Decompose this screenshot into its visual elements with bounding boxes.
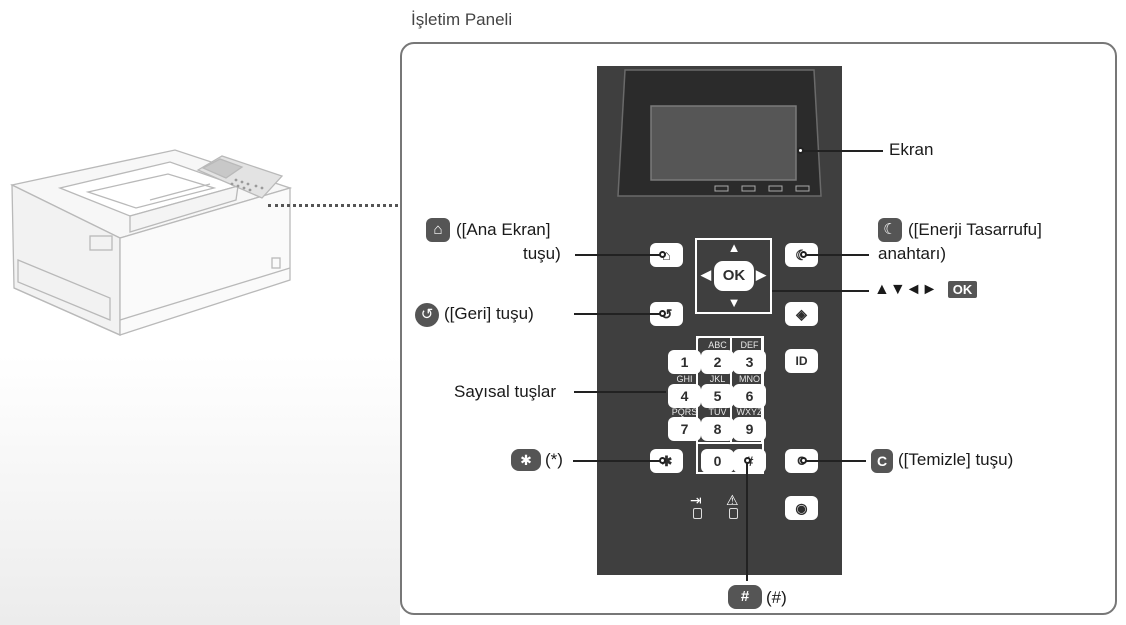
start-key[interactable]: ◈ <box>785 302 818 326</box>
label-star: (*) <box>545 450 563 469</box>
up-arrow-button[interactable]: ▲ <box>727 240 741 255</box>
digit-key[interactable]: 1 <box>668 350 701 374</box>
key-letters: GHI <box>676 374 693 384</box>
key-letters: JKL <box>709 374 726 384</box>
leader-line <box>574 313 660 315</box>
leader-dot <box>659 457 666 464</box>
leader-line <box>806 254 869 256</box>
left-arrow-button[interactable]: ◀ <box>701 267 711 282</box>
label-clear: ([Temizle] tuşu) <box>898 450 1014 469</box>
ok-badge: OK <box>947 281 978 298</box>
home-icon: ⌂ <box>426 218 450 242</box>
error-indicator-lamp <box>729 508 738 519</box>
printer-illustration <box>10 149 293 336</box>
data-indicator-lamp <box>693 508 702 519</box>
leader-line <box>746 463 748 581</box>
digit-key[interactable]: 8 <box>701 417 734 441</box>
leader-dot <box>659 251 666 258</box>
hash-icon: # <box>728 585 762 609</box>
leader-line <box>575 254 660 256</box>
star-icon: ✱ <box>511 449 541 471</box>
label-back: ([Geri] tuşu) <box>444 304 534 323</box>
error-indicator-icon: ⚠ <box>726 492 739 508</box>
back-icon: ↺ <box>415 303 439 327</box>
label-energy-line2: anahtarı) <box>878 244 947 263</box>
digit-key[interactable]: 3 <box>733 350 766 374</box>
digit-key[interactable]: 6 <box>733 384 766 408</box>
digit-key[interactable]: 4 <box>668 384 701 408</box>
digit-key[interactable]: 9 <box>733 417 766 441</box>
clear-icon: C <box>871 449 893 473</box>
nav-cluster-outline <box>695 238 772 314</box>
label-ekran: Ekran <box>889 140 934 159</box>
label-arrows: ▲▼◄► OK <box>874 280 978 300</box>
key-letters: ABC <box>708 340 727 350</box>
background-gradient <box>0 355 400 625</box>
data-indicator-icon: ⇥ <box>690 492 702 508</box>
lcd-screen <box>617 69 822 197</box>
stop-key[interactable]: ◉ <box>785 496 818 520</box>
right-arrow-button[interactable]: ▶ <box>756 267 766 282</box>
down-arrow-button[interactable]: ▼ <box>727 295 741 310</box>
arrow-glyphs: ▲▼◄► <box>874 281 938 298</box>
id-key[interactable]: ID <box>785 349 818 373</box>
page-title: İşletim Paneli <box>411 10 513 29</box>
leader-line <box>772 290 869 292</box>
digit-key[interactable]: 5 <box>701 384 734 408</box>
leader-line <box>803 150 883 152</box>
key-letters: PQRS <box>671 407 698 417</box>
digit-key[interactable]: 7 <box>668 417 701 441</box>
moon-icon: ☾ <box>878 218 902 242</box>
key-letters: TUV <box>708 407 727 417</box>
leader-line <box>573 460 660 462</box>
label-numeric: Sayısal tuşlar <box>454 382 557 401</box>
leader-line <box>806 460 866 462</box>
digit-key[interactable]: 2 <box>701 350 734 374</box>
key-letters: MNO <box>739 374 760 384</box>
label-home-line2: tuşu) <box>523 244 561 263</box>
key-letters: WXYZ <box>736 407 763 417</box>
key-letters: DEF <box>740 340 759 350</box>
ok-button[interactable]: OK <box>714 261 754 291</box>
leader-dot <box>659 310 666 317</box>
label-home-line1: ([Ana Ekran] <box>456 220 551 239</box>
label-hash: (#) <box>766 588 787 607</box>
label-energy-line1: ([Enerji Tasarrufu] <box>908 220 1042 239</box>
leader-line <box>574 391 666 393</box>
digit-key[interactable]: 0 <box>701 449 734 473</box>
callout-dotted-line <box>268 204 398 207</box>
